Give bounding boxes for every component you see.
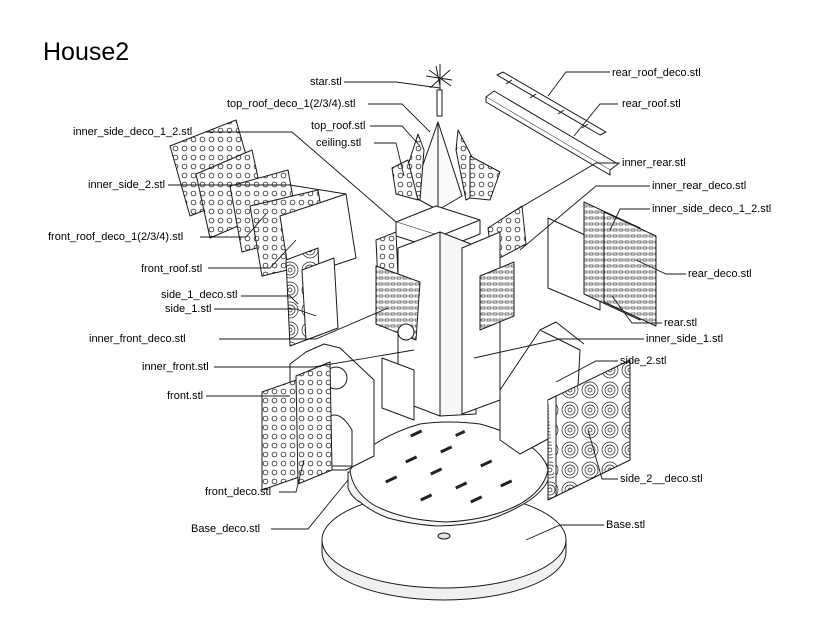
star-piece: [425, 64, 453, 117]
diagram-title: House2: [43, 38, 130, 66]
front-deco: [261, 361, 333, 491]
label-ceiling: ceiling.stl: [316, 137, 361, 149]
label-inner-rear-deco: inner_rear_deco.stl: [652, 180, 746, 192]
label-inner-side-deco-1-2-left: inner_side_deco_1_2.stl: [73, 126, 192, 138]
label-star: star.stl: [310, 76, 342, 88]
rear-roof: [485, 90, 619, 176]
side-2-deco: [547, 359, 631, 501]
label-side-1-deco: side_1_deco.stl: [161, 289, 237, 301]
label-top-roof-deco: top_roof_deco_1(2/3/4).stl: [227, 98, 355, 110]
label-inner-side-1: inner_side_1.stl: [646, 333, 723, 345]
label-front-deco: front_deco.stl: [205, 486, 271, 498]
label-base: Base.stl: [606, 519, 645, 531]
label-front: front.stl: [167, 390, 203, 402]
label-side-2-deco: side_2__deco.stl: [620, 473, 703, 485]
label-side-1: side_1.stl: [165, 303, 211, 315]
top-roof: [391, 121, 501, 211]
label-inner-front-deco: inner_front_deco.stl: [89, 333, 186, 345]
label-inner-front: inner_front.stl: [142, 361, 209, 373]
inner-side-deco-right: [583, 201, 657, 327]
label-rear: rear.stl: [664, 317, 697, 329]
label-front-roof-deco: front_roof_deco_1(2/3/4).stl: [48, 231, 183, 243]
label-rear-deco: rear_deco.stl: [688, 268, 752, 280]
label-front-roof: front_roof.stl: [141, 263, 202, 275]
label-rear-roof: rear_roof.stl: [622, 98, 681, 110]
label-side-2: side_2.stl: [620, 355, 666, 367]
label-inner-side-2: inner_side_2.stl: [88, 179, 165, 191]
label-top-roof: top_roof.stl: [311, 120, 365, 132]
front-roof: [279, 193, 357, 347]
label-inner-rear: inner_rear.stl: [622, 157, 686, 169]
label-base-deco: Base_deco.stl: [191, 523, 260, 535]
label-rear-roof-deco: rear_roof_deco.stl: [612, 67, 701, 79]
base-deco: [347, 421, 549, 527]
label-inner-side-deco-1-2-right: inner_side_deco_1_2.stl: [652, 203, 771, 215]
inner-walls: [375, 231, 515, 421]
rear-roof-deco: [496, 71, 607, 136]
